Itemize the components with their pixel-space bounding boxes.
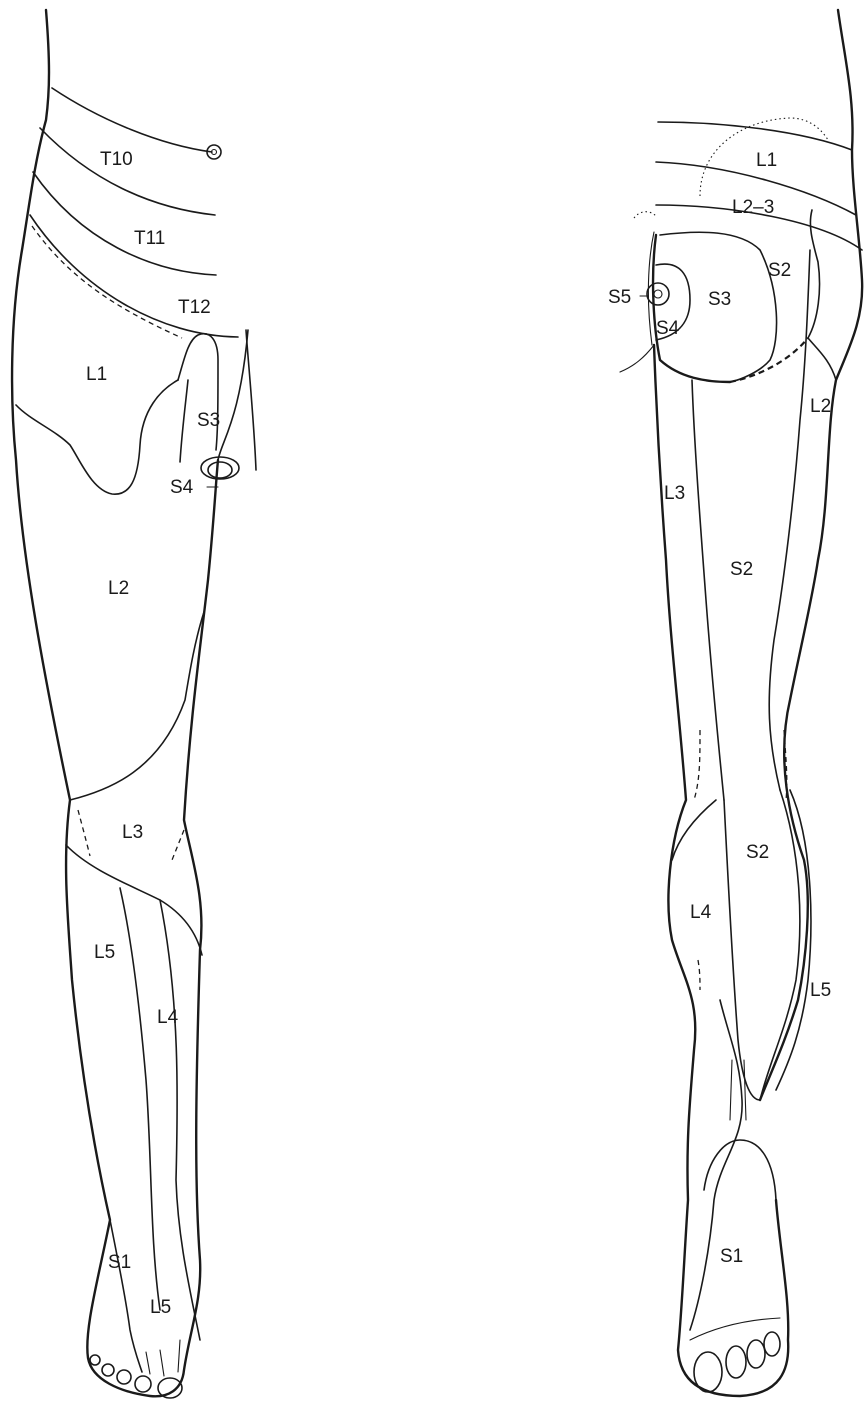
l3-s2-boundary (692, 380, 724, 800)
label-l2: L2 (108, 578, 129, 599)
toe-2 (135, 1376, 151, 1392)
ankle-lines (690, 1000, 742, 1330)
label-l1: L1 (86, 364, 107, 385)
label-s1: S1 (108, 1252, 131, 1273)
anterior-medial-outline (218, 330, 248, 460)
label-post-l5: L5 (810, 980, 831, 1001)
post-toe-3 (747, 1340, 765, 1368)
label-s4: S4 (170, 477, 194, 498)
anal-ring-outer (647, 283, 669, 305)
l4-medial-boundary (160, 900, 200, 1340)
genital-outline (178, 330, 256, 470)
label-post-s3: S3 (708, 289, 731, 310)
l2-l3-boundary (70, 612, 204, 800)
glans-inner (208, 462, 232, 478)
anal-ring-inner (654, 290, 662, 298)
heel-outline (704, 1140, 776, 1200)
post-toe-4 (764, 1332, 780, 1356)
label-l3: L3 (122, 822, 143, 843)
band-l1-upper (658, 122, 852, 150)
posterior-leg-view: L1 L2–3 S2 S5 S3 S4 L2 L3 S2 S2 L4 L5 S1 (608, 10, 862, 1396)
anterior-lateral-outline (12, 10, 218, 1396)
label-post-l2: L2 (810, 396, 831, 417)
dotted-arc-lower (634, 212, 656, 218)
label-post-s2-calf: S2 (746, 842, 769, 863)
toe-5 (90, 1355, 100, 1365)
toe-3 (117, 1370, 131, 1384)
toe-lines (146, 1340, 180, 1376)
label-post-s2-buttock: S2 (768, 260, 791, 281)
label-t10: T10 (100, 149, 133, 170)
buttock-right-edge (808, 338, 836, 380)
band-t10-upper (52, 88, 212, 152)
l3-lower-boundary (66, 845, 202, 955)
label-s3: S3 (197, 410, 220, 431)
label-post-s4: S4 (656, 318, 680, 339)
label-post-s2-thigh: S2 (730, 559, 753, 580)
band-t10-lower (40, 128, 215, 215)
label-post-l4: L4 (690, 902, 712, 923)
label-t12: T12 (178, 297, 211, 318)
post-toe-2 (726, 1346, 746, 1378)
s2-l2-boundary (769, 250, 810, 790)
label-post-s1: S1 (720, 1246, 743, 1267)
label-post-l1: L1 (756, 150, 777, 171)
label-t11: T11 (134, 228, 165, 249)
glans-outer (201, 457, 239, 479)
calf-dash-lower (698, 960, 700, 990)
l5-l4-boundary (120, 888, 160, 1310)
knee-dash-left (78, 810, 90, 856)
band-t11-lower (33, 172, 216, 275)
label-post-s5: S5 (608, 287, 631, 308)
toe-1 (158, 1378, 182, 1398)
l1-l2-boundary (16, 380, 178, 494)
anterior-leg-view: T10 T11 T12 L1 S3 S4 L2 L3 L5 L4 S1 L5 (12, 10, 256, 1398)
s1-foot-boundary (110, 1220, 142, 1372)
knee-dash-right (172, 830, 184, 860)
label-l5-leg: L5 (94, 942, 115, 963)
knee-dash-medial (694, 730, 700, 800)
toe-4 (102, 1364, 114, 1376)
post-toe-1 (694, 1352, 722, 1392)
label-post-l2-3: L2–3 (732, 197, 774, 218)
calf-l4-boundary (672, 800, 716, 860)
label-l5-foot: L5 (150, 1297, 171, 1318)
label-l4: L4 (157, 1007, 179, 1028)
label-post-l3: L3 (664, 483, 685, 504)
